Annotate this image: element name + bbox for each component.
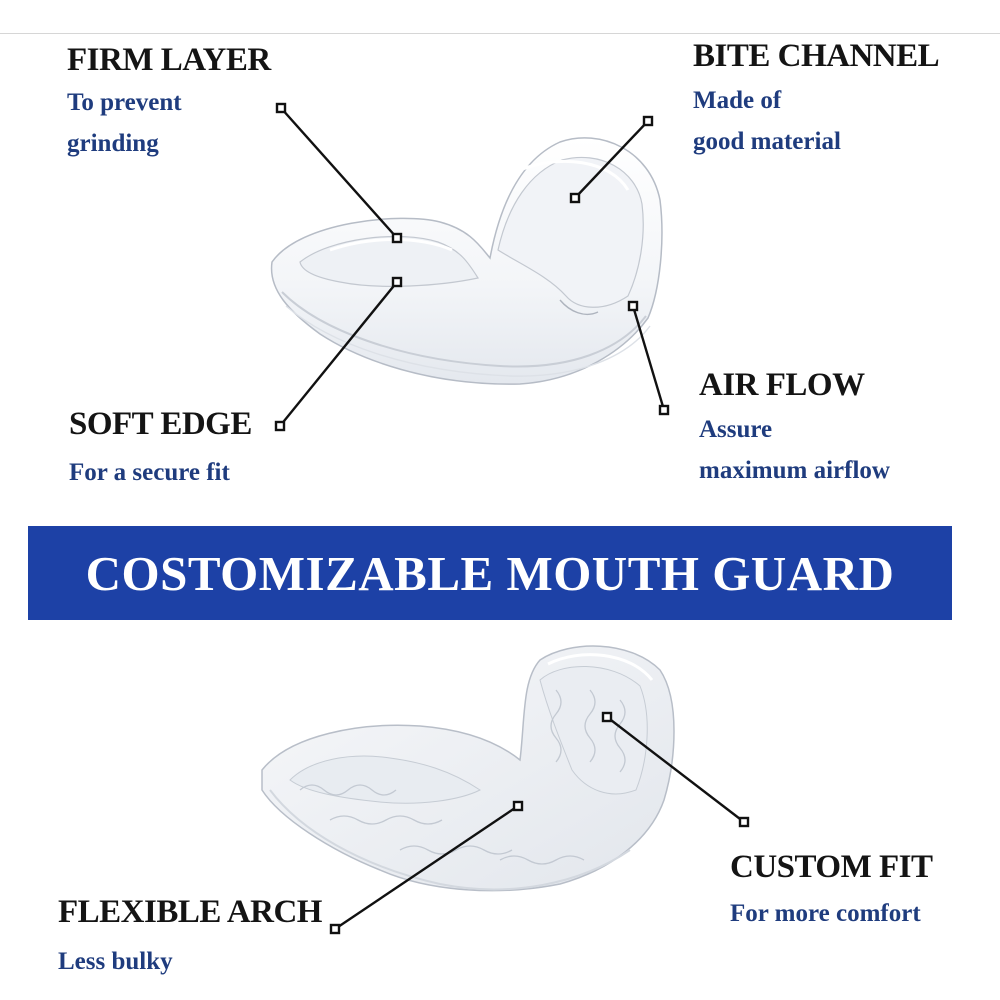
feature-custom-fit: CUSTOM FIT For more comfort: [730, 851, 933, 935]
feature-description-line: Assure: [699, 416, 773, 443]
feature-title: FIRM LAYER: [67, 42, 271, 78]
feature-description-line: grinding: [67, 129, 159, 157]
feature-description: To prevent grinding: [67, 83, 271, 164]
feature-description-line: good material: [693, 127, 841, 155]
feature-title: FLEXIBLE ARCH: [58, 894, 322, 930]
feature-title: CUSTOM FIT: [730, 849, 933, 885]
top-divider: [0, 33, 1000, 34]
feature-air-flow: AIR FLOW Assure maximum airflow: [699, 369, 890, 491]
feature-title: BITE CHANNEL: [693, 38, 940, 74]
banner-title: COSTOMIZABLE MOUTH GUARD: [85, 545, 895, 601]
feature-description-line: maximum airflow: [699, 456, 890, 484]
feature-flexible-arch: FLEXIBLE ARCH Less bulky: [58, 896, 322, 983]
feature-description-line: To prevent: [67, 89, 182, 116]
callout-lines: [279, 107, 745, 930]
callout-markers: [274, 102, 750, 935]
feature-soft-edge: SOFT EDGE For a secure fit: [69, 408, 252, 494]
feature-description-line: Less bulky: [58, 948, 173, 975]
feature-description: For a secure fit: [69, 453, 252, 494]
feature-title: AIR FLOW: [699, 367, 865, 403]
feature-description: Assure maximum airflow: [699, 410, 890, 491]
feature-description-line: Made of: [693, 87, 782, 114]
mouth-guard-top-image: [270, 137, 663, 385]
feature-description-line: For more comfort: [730, 900, 921, 927]
feature-description: Made of good material: [693, 81, 939, 162]
feature-description-line: For a secure fit: [69, 459, 230, 486]
mouth-guard-bottom-image: [261, 645, 675, 892]
feature-description: Less bulky: [58, 942, 322, 983]
feature-bite-channel: BITE CHANNEL Made of good material: [693, 38, 940, 162]
title-banner: COSTOMIZABLE MOUTH GUARD: [28, 526, 952, 620]
feature-title: SOFT EDGE: [69, 406, 252, 442]
feature-description: For more comfort: [730, 894, 933, 935]
feature-firm-layer: FIRM LAYER To prevent grinding: [67, 44, 271, 164]
